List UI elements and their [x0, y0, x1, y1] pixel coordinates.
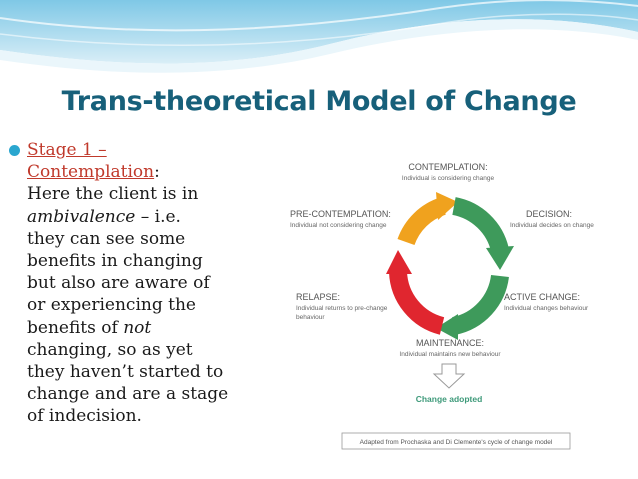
stage-heading-line-1: Stage 1 –: [27, 139, 267, 161]
ambivalence-emphasis: ambivalence: [27, 206, 136, 227]
body-line: changing, so as yet: [27, 339, 193, 360]
not-emphasis: not: [123, 317, 152, 338]
body-line: ambivalence – i.e.: [27, 206, 181, 227]
active-change-desc: Individual changes behaviour: [504, 305, 589, 312]
arrow-green-bottom: [451, 274, 509, 335]
decision-desc: Individual decides on change: [510, 222, 594, 229]
arrow-red-head: [386, 250, 412, 274]
decorative-wave-banner: [0, 0, 638, 73]
cycle-arrows: [386, 192, 514, 340]
arrow-orange-head: [436, 192, 458, 220]
down-arrow-icon: [432, 363, 466, 389]
relapse-title: RELAPSE:: [296, 292, 340, 302]
body-line: benefits in changing: [27, 251, 203, 272]
cycle-of-change-diagram: CONTEMPLATION: Individual is considering…: [268, 150, 630, 460]
body-text: Stage 1 – Contemplation: Here the client…: [27, 139, 267, 428]
body-line: they haven’t started to: [27, 362, 224, 383]
stage-name: Contemplation: [27, 162, 155, 183]
body-line: benefits of not: [27, 317, 152, 338]
maintenance-desc: Individual maintains new behaviour: [399, 351, 501, 358]
body-line: but also are aware of: [27, 273, 210, 294]
arrow-green-right-head: [486, 246, 514, 270]
change-adopted-label: Change adopted: [416, 394, 483, 404]
contemplation-desc: Individual is considering change: [402, 175, 495, 182]
arrow-red: [389, 271, 445, 335]
slide-title: Trans-theoretical Model of Change: [61, 86, 577, 117]
body-line: they can see some: [27, 228, 186, 249]
caption-box: [341, 432, 571, 450]
relapse-desc-line-2: behaviour: [296, 314, 325, 321]
colon: :: [154, 162, 160, 183]
caption-text: Adapted from Prochaska and Di Clemente's…: [360, 439, 553, 446]
arrow-green-right: [451, 197, 509, 253]
body-line: or experiencing the: [27, 295, 196, 316]
bullet-icon: [9, 145, 20, 156]
body-line: change and are a stage: [27, 384, 229, 405]
pre-contemplation-desc: Individual not considering change: [290, 222, 387, 229]
maintenance-title: MAINTENANCE:: [416, 338, 484, 348]
relapse-desc-line-1: Individual returns to pre-change: [296, 305, 388, 312]
active-change-title: ACTIVE CHANGE:: [504, 292, 580, 302]
pre-contemplation-title: PRE-CONTEMPLATION:: [290, 209, 391, 219]
body-line: of indecision.: [27, 406, 142, 427]
body-line: Here the client is in: [27, 184, 199, 205]
decision-title: DECISION:: [526, 209, 572, 219]
arrow-green-bottom-head: [436, 314, 458, 340]
contemplation-title: CONTEMPLATION:: [408, 162, 487, 172]
stage-heading-line-2: Contemplation:: [27, 161, 267, 183]
stage-heading: Stage 1 –: [27, 140, 107, 160]
